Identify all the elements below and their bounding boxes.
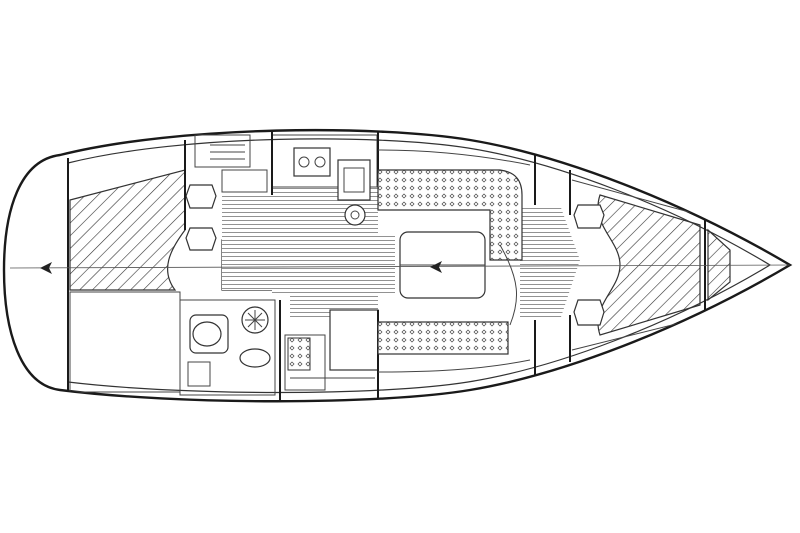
toilet-bowl: [192, 321, 222, 347]
straight-settee: [377, 321, 509, 355]
two-burner-stove: [293, 147, 331, 177]
head: [179, 299, 276, 396]
forward-cabin: [571, 179, 701, 351]
bulkheads: [67, 130, 706, 402]
centerline-arrow-icon: [430, 261, 442, 273]
pillow-icon: [573, 299, 605, 326]
round-sink: [344, 204, 366, 226]
u-settee: [377, 169, 523, 261]
sink: [337, 159, 371, 201]
centerline: [9, 264, 790, 269]
washbasin: [239, 348, 271, 368]
pillow-icon: [573, 204, 605, 229]
centerline-arrow-icon: [40, 262, 52, 274]
galley: [271, 134, 378, 226]
aft-cabin-port: [69, 169, 217, 291]
saloon: [377, 149, 531, 373]
pillow-icon: [185, 227, 217, 251]
hanging-locker: [194, 134, 268, 193]
nav-seat: [287, 337, 311, 371]
pillow-icon: [185, 184, 217, 209]
